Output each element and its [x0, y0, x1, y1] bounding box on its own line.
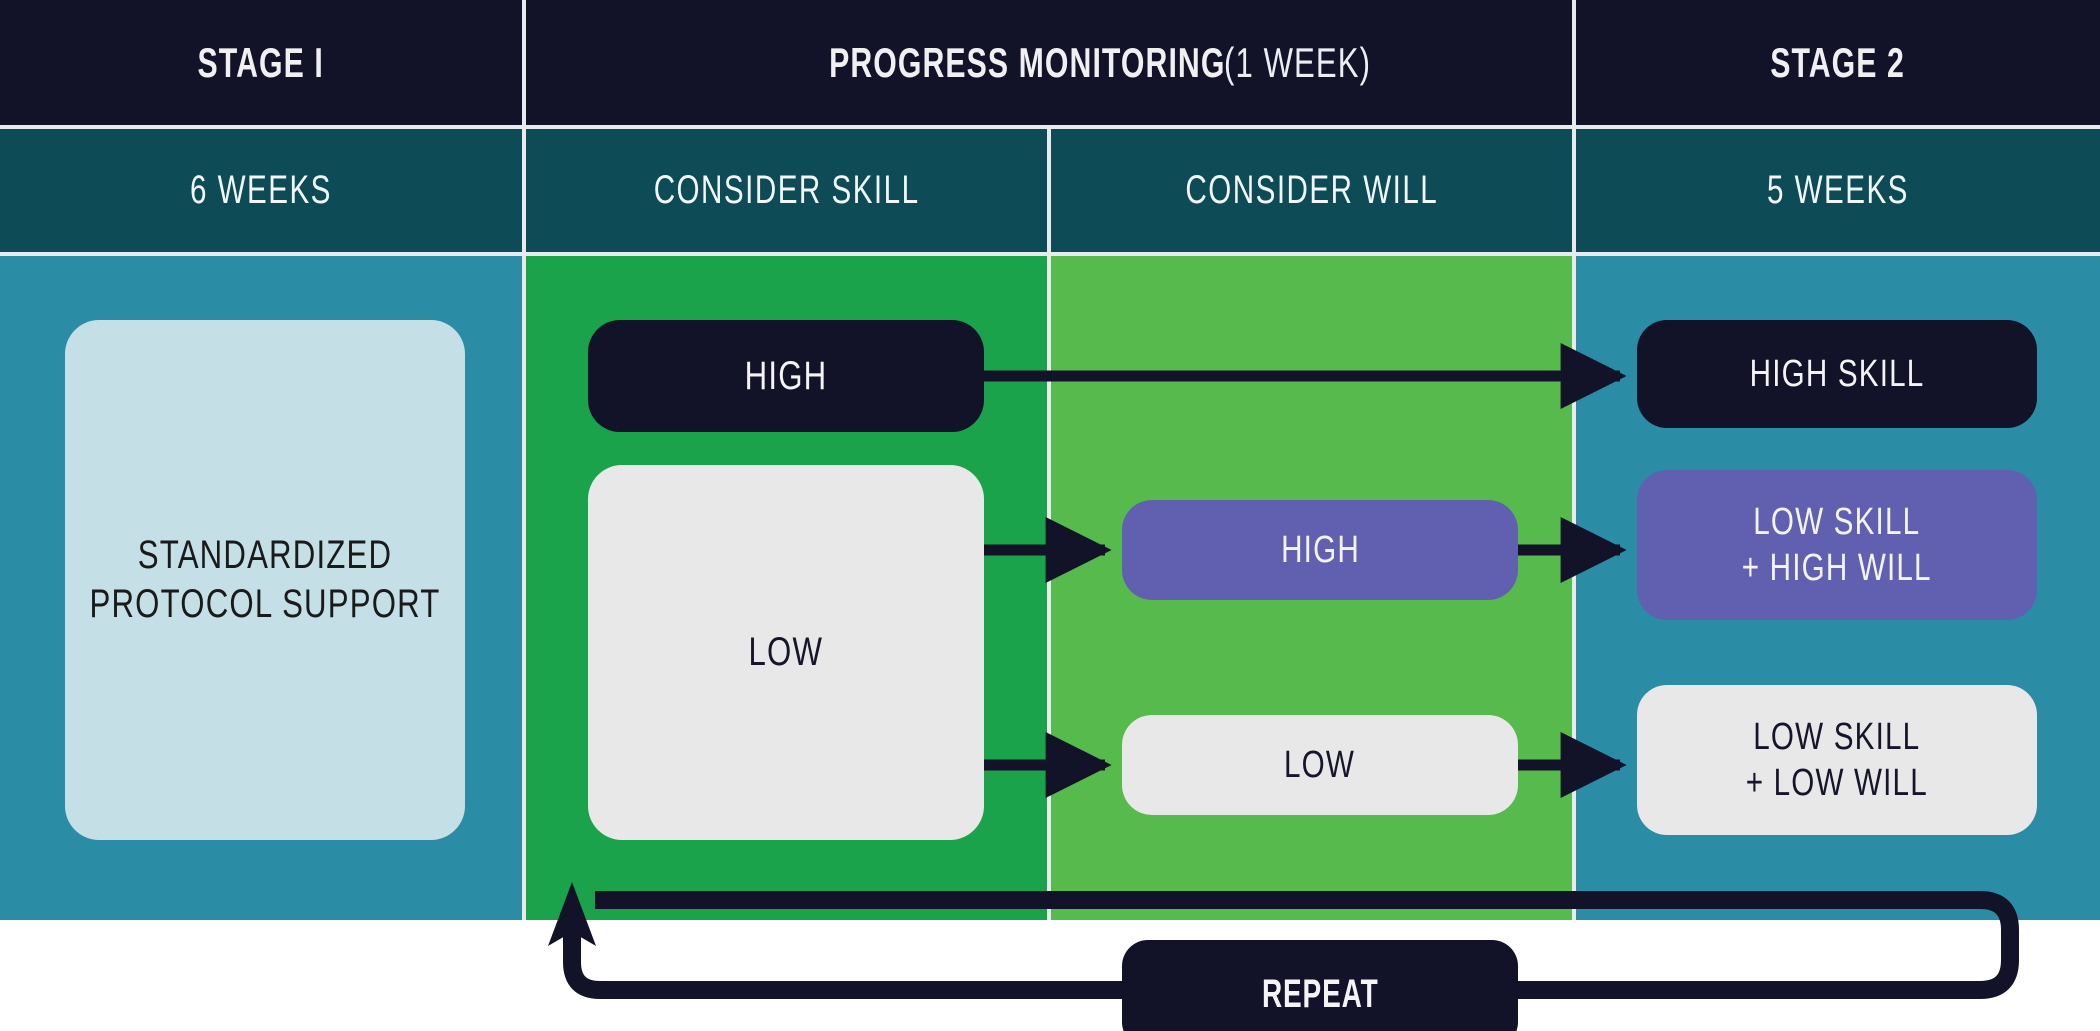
divider-vertical-1	[522, 0, 526, 920]
node-outcome-high-skill-label: HIGH SKILL	[1749, 352, 1925, 395]
progress-monitoring-header: PROGRESS MONITORING (1 WEEK)	[526, 0, 1572, 125]
edge-repeat-loop-return	[563, 920, 601, 999]
node-skill-low-label: LOW	[748, 630, 824, 675]
column-consider-skill-subheader: CONSIDER SKILL	[526, 128, 1047, 253]
column-consider-will-subheader-label: CONSIDER WILL	[1185, 168, 1438, 212]
column-stage1-header-label: STAGE I	[197, 38, 325, 86]
divider-horizontal-1	[0, 125, 2100, 129]
column-stage2-header: STAGE 2	[1576, 0, 2100, 125]
node-will-high[interactable]: HIGH	[1122, 500, 1518, 600]
node-skill-low[interactable]: LOW	[588, 465, 984, 840]
node-will-low[interactable]: LOW	[1122, 715, 1518, 815]
divider-vertical-3	[1572, 0, 1576, 920]
progress-monitoring-title: PROGRESS MONITORING	[829, 38, 1226, 86]
edge-repeat-loop	[595, 891, 2019, 999]
node-outcome-high-skill[interactable]: HIGH SKILL	[1637, 320, 2037, 428]
node-will-low-label: LOW	[1284, 743, 1356, 786]
column-stage2-header-label: STAGE 2	[1770, 38, 1906, 86]
column-stage2-subheader: 5 WEEKS	[1576, 128, 2100, 253]
column-stage1-subheader-label: 6 WEEKS	[190, 168, 332, 212]
node-repeat[interactable]: REPEAT	[1122, 940, 1518, 1031]
node-skill-high-label: HIGH	[744, 353, 828, 398]
column-stage2-subheader-label: 5 WEEKS	[1767, 168, 1909, 212]
node-outcome-low-skill-high-will-label: LOW SKILL+ HIGH WILL	[1742, 500, 1932, 589]
node-will-high-label: HIGH	[1280, 528, 1360, 571]
column-stage1-subheader: 6 WEEKS	[0, 128, 522, 253]
column-stage1-header: STAGE I	[0, 0, 522, 125]
node-skill-high[interactable]: HIGH	[588, 320, 984, 432]
repeat-loop-arrowhead-icon	[548, 882, 596, 946]
progress-monitoring-duration: (1 WEEK)	[1223, 38, 1371, 86]
divider-horizontal-2	[0, 252, 2100, 256]
node-repeat-label: REPEAT	[1261, 971, 1379, 1016]
node-outcome-low-skill-low-will-label: LOW SKILL+ LOW WILL	[1745, 715, 1929, 804]
column-consider-will-subheader: CONSIDER WILL	[1051, 128, 1572, 253]
node-outcome-low-skill-high-will[interactable]: LOW SKILL+ HIGH WILL	[1637, 470, 2037, 620]
column-consider-skill-subheader-label: CONSIDER SKILL	[653, 168, 920, 212]
node-outcome-low-skill-low-will[interactable]: LOW SKILL+ LOW WILL	[1637, 685, 2037, 835]
